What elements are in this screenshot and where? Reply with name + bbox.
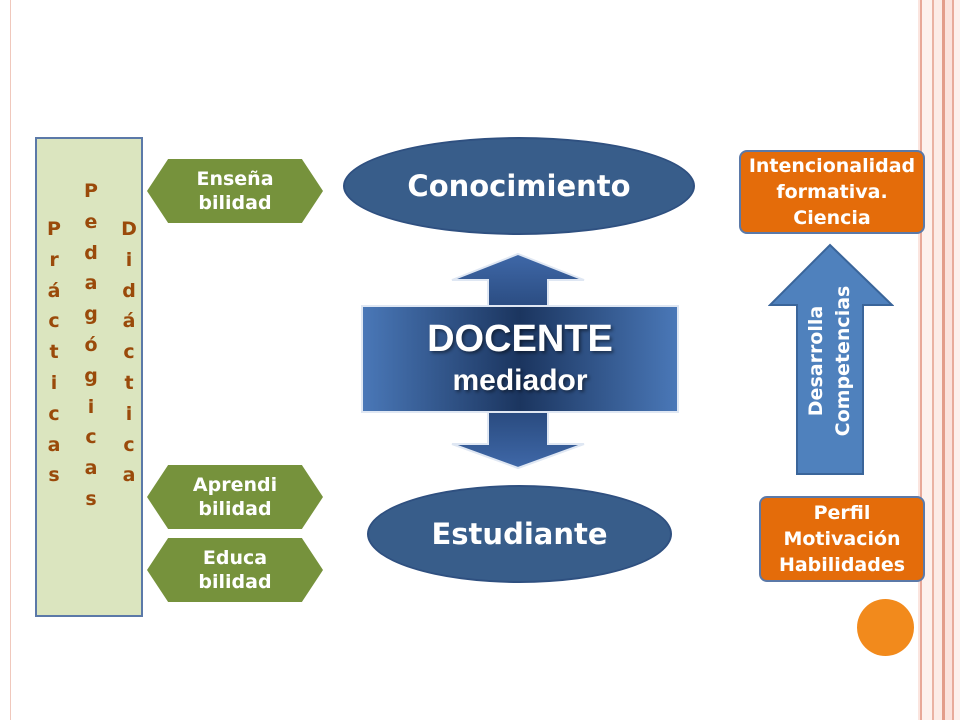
docente-title: DOCENTE <box>427 318 613 360</box>
ellipse-conocimiento-label: Conocimiento <box>407 169 631 203</box>
docente-box <box>361 305 679 413</box>
vertical-letter: t <box>124 371 134 394</box>
vertical-letter: a <box>122 464 136 487</box>
intencionalidad-line1: Intencionalidad <box>748 155 916 177</box>
hexagon-ensenabilidad-line1: Enseña <box>196 168 274 190</box>
vertical-letter: d <box>84 241 98 264</box>
perfil-line2: Motivación <box>783 528 901 550</box>
vertical-letter: a <box>84 457 98 480</box>
docente-double-arrow <box>361 252 679 470</box>
vertical-letter: d <box>122 279 136 302</box>
vertical-letter: P <box>84 180 98 202</box>
docente-subtitle: mediador <box>452 364 588 397</box>
vertical-letter: i <box>87 395 95 418</box>
vertical-letter: s <box>85 487 97 510</box>
arrow-label-line1: Desarrolla <box>805 305 827 417</box>
vertical-letter: s <box>48 464 60 487</box>
vertical-letter: i <box>125 402 133 425</box>
intencionalidad-box: Intencionalidad formativa. Ciencia <box>739 150 925 234</box>
ellipse-conocimiento: Conocimiento <box>343 137 695 235</box>
vertical-letter: i <box>50 371 58 394</box>
vertical-letter: D <box>121 218 137 240</box>
vertical-letter: a <box>84 272 98 295</box>
hexagon-educabilidad-line2: bilidad <box>198 571 272 593</box>
practicas-pedagogicas-didacticas-box <box>35 137 143 617</box>
slide-border-left <box>10 0 11 720</box>
hexagon-ensenabilidad-line2: bilidad <box>198 192 272 214</box>
vertical-letter: c <box>48 402 60 425</box>
hexagon-aprendibilidad-line2: bilidad <box>198 498 272 520</box>
vertical-letter: c <box>123 341 135 364</box>
desarrolla-competencias-arrow <box>768 243 894 475</box>
vertical-letter: g <box>84 364 98 387</box>
arrow-label-line2: Competencias <box>832 285 854 437</box>
vertical-letter: ó <box>84 333 98 356</box>
vertical-letter: P <box>47 218 61 240</box>
perfil-line3: Habilidades <box>778 554 906 576</box>
vertical-letter: á <box>47 279 61 302</box>
vertical-letter: t <box>49 341 59 364</box>
vertical-letter: g <box>84 303 98 326</box>
vertical-letter: c <box>123 433 135 456</box>
ellipse-estudiante: Estudiante <box>367 485 672 583</box>
ellipse-estudiante-label: Estudiante <box>431 517 608 551</box>
vertical-letter: c <box>48 310 60 333</box>
intencionalidad-line3: Ciencia <box>793 207 871 229</box>
perfil-line1: Perfil <box>813 502 871 524</box>
perfil-box: Perfil Motivación Habilidades <box>759 496 925 582</box>
slide-border-right-stripes <box>918 0 960 720</box>
vertical-letter: c <box>85 426 97 449</box>
vertical-letter: a <box>47 433 61 456</box>
intencionalidad-line2: formativa. <box>776 181 888 203</box>
vertical-letter: á <box>122 310 136 333</box>
up-arrow-shape <box>768 243 894 475</box>
vertical-letter: i <box>125 248 133 271</box>
vertical-letter: r <box>49 248 59 271</box>
desarrolla-competencias-label: Desarrolla Competencias <box>800 241 860 481</box>
hexagon-educabilidad-line1: Educa <box>202 547 268 569</box>
orange-circle-decoration <box>857 599 914 656</box>
hexagon-aprendibilidad-line1: Aprendi <box>192 474 278 496</box>
vertical-letter: e <box>84 210 98 233</box>
